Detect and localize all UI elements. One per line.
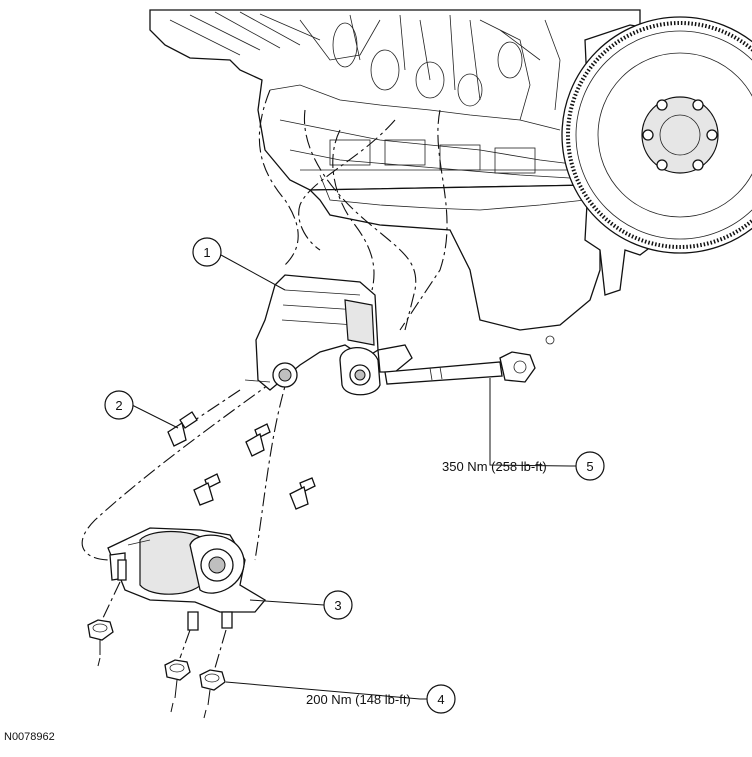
callout-5-number: 5 (586, 459, 593, 474)
mounting-bolts (167, 411, 316, 510)
mount-nuts (87, 581, 227, 719)
engine-mount-insulator (107, 527, 266, 631)
bolt-upper-left (167, 411, 198, 447)
figure-id: N0078962 (4, 731, 55, 743)
bolt-right (289, 477, 316, 510)
callout-5: 350 Nm (258 lb-ft) 5 (442, 451, 605, 481)
nut-right (199, 629, 227, 719)
callout-3: 3 (323, 590, 353, 620)
callout-4-torque: 200 Nm (148 lb-ft) (306, 692, 411, 707)
phantom-alignment-lines (81, 89, 448, 561)
nut-left (87, 619, 114, 667)
nut-middle (164, 629, 191, 713)
callout-2-number: 2 (115, 398, 122, 413)
through-bolt (384, 351, 536, 385)
callout-2: 2 (104, 390, 134, 420)
callout-1: 1 (192, 237, 222, 267)
leader-lines (129, 254, 576, 700)
callout-5-torque: 350 Nm (258 lb-ft) (442, 459, 547, 474)
callout-4-number: 4 (437, 692, 444, 707)
engine-block (149, 9, 752, 345)
bolt-lower-left (193, 473, 221, 506)
bolt-middle (245, 423, 271, 457)
callout-1-number: 1 (203, 245, 210, 260)
engine-mount-bracket (244, 274, 413, 396)
callout-4: 200 Nm (148 lb-ft) 4 (306, 684, 456, 714)
callout-3-number: 3 (334, 598, 341, 613)
